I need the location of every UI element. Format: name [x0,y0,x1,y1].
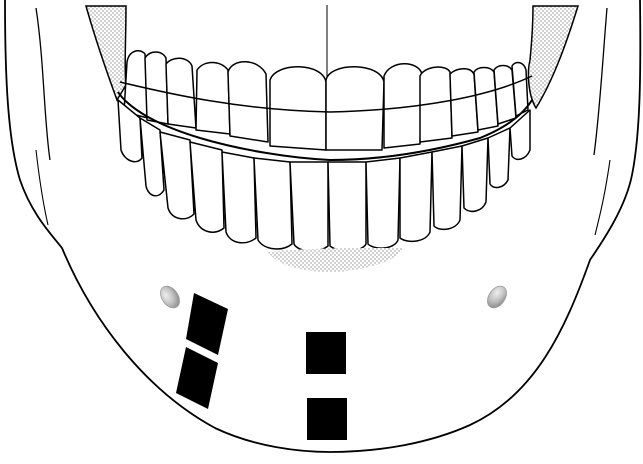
marker-square-lower-mid [307,398,347,440]
marker-square-lower-left [176,347,218,409]
stippled-area [268,248,404,272]
lower-tooth [290,162,328,251]
marker-square-upper-left [186,293,228,355]
upper-tooth [228,62,268,142]
lower-tooth [328,162,366,251]
lower-tooth [432,146,462,229]
lower-tooth [488,128,510,187]
right-coronoid-shading [528,6,578,108]
mental-foramen-right [484,283,511,312]
marker-square-upper-mid [306,332,346,374]
lower-tooth [254,158,292,249]
lower-tooth [140,118,164,196]
right-oblique-line [595,160,610,235]
lower-tooth [400,152,432,241]
upper-tooth [196,63,230,135]
upper-tooth [270,67,326,150]
upper-tooth [326,67,384,150]
lower-tooth [160,132,194,219]
left-coronoid-shading [86,6,126,100]
left-oblique-line [36,150,48,225]
mental-foramen-left [157,283,184,312]
lower-tooth [366,158,400,248]
lower-tooth [222,152,256,243]
lower-tooth [190,142,224,232]
right-ramus-ridge [594,8,607,155]
lower-tooth [462,138,488,211]
left-ramus-ridge [36,8,50,160]
upper-dentition [120,51,532,150]
